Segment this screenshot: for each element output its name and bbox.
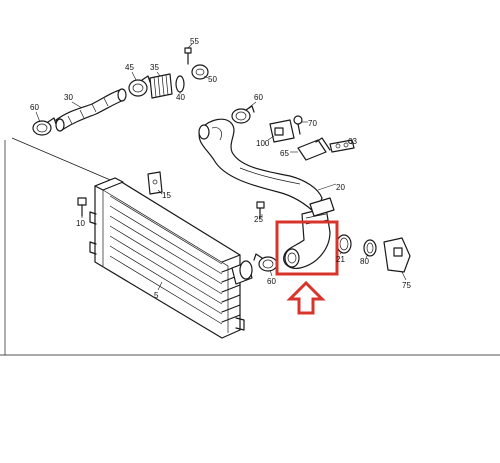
up-arrow-icon	[286, 280, 326, 315]
leader-15	[157, 189, 163, 195]
leader-55	[187, 43, 193, 49]
label-10: 10	[76, 219, 85, 228]
screw-70	[293, 115, 303, 135]
label-75: 75	[402, 281, 411, 290]
o-ring-80	[363, 239, 377, 257]
hose-30	[55, 88, 127, 132]
ring-40	[175, 75, 185, 93]
label-21: 21	[336, 255, 345, 264]
ring-21	[336, 234, 352, 254]
leader-20	[317, 183, 337, 191]
charge-pipe-20	[198, 118, 323, 215]
screw-25	[256, 201, 265, 219]
valve-75	[383, 237, 411, 273]
bracket-63	[329, 139, 355, 153]
leader-100	[267, 135, 275, 141]
label-40: 40	[176, 93, 185, 102]
clamp-50	[191, 64, 209, 80]
label-15: 15	[162, 191, 171, 200]
clamp-45	[128, 75, 151, 97]
leader-60-lower	[269, 269, 273, 277]
label-45: 45	[125, 63, 134, 72]
label-5: 5	[154, 291, 159, 300]
bolt-10	[77, 197, 87, 217]
highlight-box	[275, 220, 339, 276]
label-35: 35	[150, 63, 159, 72]
screw-55	[184, 47, 192, 65]
label-20: 20	[336, 183, 345, 192]
leader-35	[156, 71, 161, 77]
label-63: 63	[348, 137, 357, 146]
label-50: 50	[208, 75, 217, 84]
leader-60-upper	[245, 101, 257, 111]
label-80: 80	[360, 257, 369, 266]
clamp-60-upper	[231, 105, 255, 124]
leader-80	[365, 253, 369, 259]
sensor-100	[269, 119, 295, 143]
clamp-60-lower	[253, 253, 278, 272]
elbow-hose-21	[283, 197, 335, 269]
label-30: 30	[64, 93, 73, 102]
label-65: 65	[280, 149, 289, 158]
label-60-upper: 60	[254, 93, 263, 102]
clamp-60-left	[32, 117, 57, 136]
label-25: 25	[254, 215, 263, 224]
label-60-left: 60	[30, 103, 39, 112]
bracket-15	[147, 171, 163, 195]
leader-50	[203, 75, 209, 79]
label-55: 55	[190, 37, 199, 46]
leader-45	[131, 71, 137, 81]
connector-35	[149, 73, 173, 99]
leader-63	[347, 141, 353, 145]
leader-5	[157, 281, 163, 291]
label-100: 100	[256, 139, 270, 148]
label-70: 70	[308, 119, 317, 128]
leader-60-left	[35, 111, 41, 123]
label-60-lower: 60	[267, 277, 276, 286]
leader-30	[71, 101, 83, 109]
sensor-65	[297, 137, 331, 161]
leader-75	[401, 271, 407, 281]
intercooler	[89, 177, 253, 339]
leader-21	[339, 251, 343, 255]
guide-line	[11, 137, 116, 183]
